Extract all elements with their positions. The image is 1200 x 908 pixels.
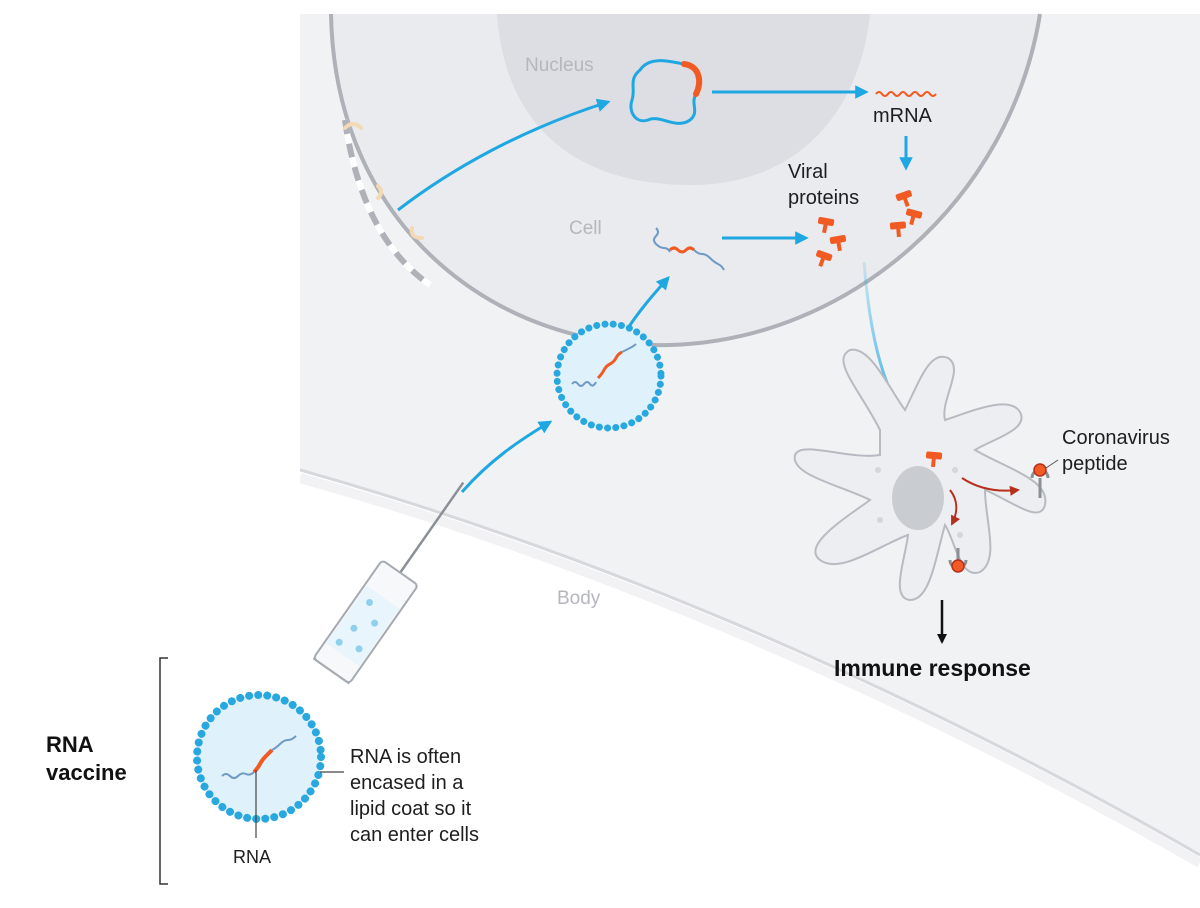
mrna-strand-icon bbox=[875, 91, 937, 97]
peptide-leader-line bbox=[1045, 459, 1059, 469]
immune-response-label: Immune response bbox=[834, 655, 1031, 681]
lipid-note-line4: can enter cells bbox=[350, 824, 479, 846]
injection-arrow bbox=[460, 420, 553, 493]
dna-plasmid-icon bbox=[629, 59, 703, 125]
dendritic-cell-icon bbox=[793, 348, 1050, 602]
rna-strand-icon bbox=[653, 227, 725, 271]
coronavirus-peptide-icon bbox=[1033, 463, 1047, 477]
viral-protein-icon bbox=[889, 190, 923, 238]
rna-label: RNA bbox=[233, 847, 272, 867]
viral-protein-icon bbox=[816, 216, 847, 268]
nucleus bbox=[497, 14, 870, 185]
syringe-icon bbox=[312, 481, 465, 685]
rna-vaccine-label-line2: vaccine bbox=[46, 760, 127, 785]
viral-proteins-label-line1: Viral bbox=[788, 161, 828, 183]
lipid-nanoparticle-icon bbox=[553, 320, 665, 432]
coronavirus-peptide-label-line2: peptide bbox=[1062, 453, 1128, 475]
cell-label: Cell bbox=[569, 218, 602, 239]
lipid-note-line2: encased in a bbox=[350, 772, 464, 794]
rna-vaccine-label-line1: RNA bbox=[46, 732, 94, 757]
viral-proteins-label-line2: proteins bbox=[788, 187, 860, 209]
coronavirus-peptide-label-line1: Coronavirus bbox=[1062, 427, 1170, 449]
body-region bbox=[300, 470, 1200, 908]
lipid-note-line3: lipid coat so it bbox=[350, 798, 472, 820]
rna-fragment-icon bbox=[343, 122, 424, 240]
nucleus-label: Nucleus bbox=[525, 55, 594, 76]
lipid-nanoparticle-icon bbox=[193, 691, 325, 823]
lipid-note-line1: RNA is often bbox=[350, 746, 462, 768]
rna-vaccine-bracket bbox=[159, 657, 168, 885]
cell-entry-arrow bbox=[626, 275, 670, 329]
mrna-label: mRNA bbox=[873, 105, 932, 127]
entry-arrow bbox=[397, 98, 611, 212]
body-label: Body bbox=[557, 588, 601, 609]
